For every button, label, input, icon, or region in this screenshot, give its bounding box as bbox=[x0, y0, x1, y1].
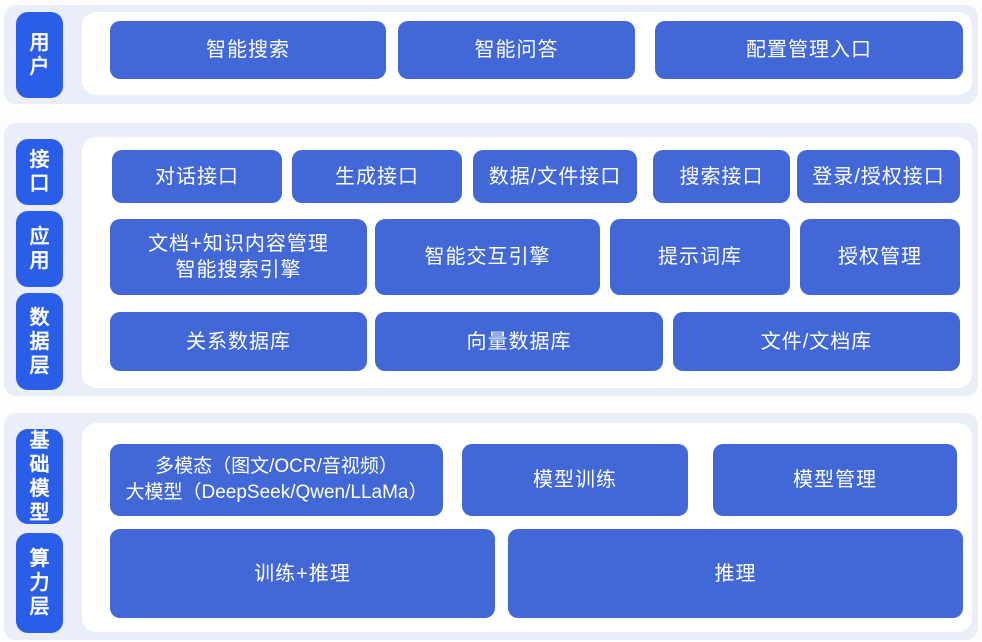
node-model-training: 模型训练 bbox=[462, 444, 688, 516]
layer-label-user-text: 用户 bbox=[29, 32, 50, 78]
panel-interface-app-data: 对话接口 生成接口 数据/文件接口 搜索接口 登录/授权接口 文档+知识内容管理… bbox=[82, 137, 972, 388]
layer-label-compute-text: 算力层 bbox=[29, 548, 50, 618]
node-relational-db: 关系数据库 bbox=[110, 312, 367, 371]
node-doc-knowledge-search-engine: 文档+知识内容管理 智能搜索引擎 bbox=[110, 219, 367, 295]
node-config-management-entry: 配置管理入口 bbox=[655, 21, 963, 79]
node-training-inference: 训练+推理 bbox=[110, 529, 495, 618]
node-generation-api: 生成接口 bbox=[292, 150, 462, 203]
node-prompt-library: 提示词库 bbox=[610, 219, 790, 295]
layer-label-application-text: 应用 bbox=[29, 226, 50, 272]
layer-label-application: 应用 bbox=[16, 211, 63, 287]
layer-label-data: 数据层 bbox=[16, 293, 63, 390]
layer-label-foundation-model-text: 基础模型 bbox=[29, 429, 50, 524]
node-model-management: 模型管理 bbox=[713, 444, 957, 516]
node-smart-search: 智能搜索 bbox=[110, 21, 386, 79]
node-search-api: 搜索接口 bbox=[653, 150, 790, 203]
node-login-auth-api: 登录/授权接口 bbox=[797, 150, 960, 203]
node-vector-db: 向量数据库 bbox=[375, 312, 663, 371]
layer-label-foundation-model: 基础模型 bbox=[16, 429, 63, 524]
node-data-file-api: 数据/文件接口 bbox=[473, 150, 637, 203]
node-smart-interaction-engine: 智能交互引擎 bbox=[375, 219, 600, 295]
node-smart-qa: 智能问答 bbox=[398, 21, 635, 79]
node-inference: 推理 bbox=[508, 529, 963, 618]
layer-label-user: 用户 bbox=[16, 12, 63, 98]
panel-user-layer: 智能搜索 智能问答 配置管理入口 bbox=[82, 12, 972, 95]
node-auth-management: 授权管理 bbox=[800, 219, 960, 295]
layer-label-compute: 算力层 bbox=[16, 533, 63, 633]
layer-label-data-text: 数据层 bbox=[29, 306, 50, 377]
panel-model-compute: 多模态（图文/OCR/音视频） 大模型（DeepSeek/Qwen/LLaMa）… bbox=[82, 423, 972, 632]
layer-label-interface-text: 接口 bbox=[29, 149, 50, 195]
layer-label-interface: 接口 bbox=[16, 139, 63, 205]
node-file-doc-store: 文件/文档库 bbox=[673, 312, 960, 371]
node-multimodal-llm: 多模态（图文/OCR/音视频） 大模型（DeepSeek/Qwen/LLaMa） bbox=[110, 444, 443, 516]
node-dialogue-api: 对话接口 bbox=[112, 150, 282, 203]
